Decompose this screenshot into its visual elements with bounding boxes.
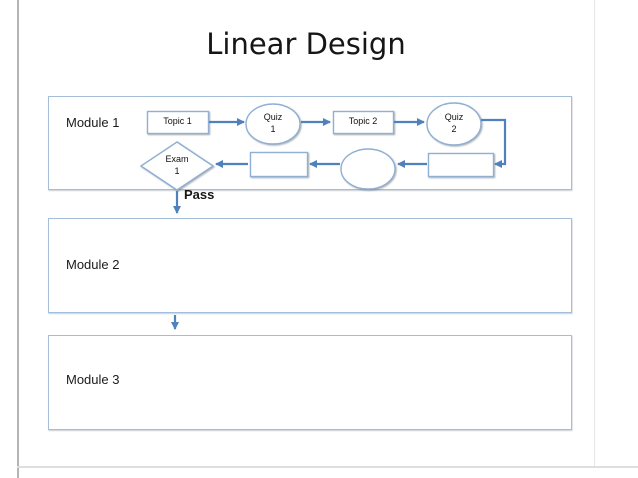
module-2-label: Module 2 <box>66 257 120 272</box>
elbow-arrow-quiz2-to-rect <box>481 118 507 168</box>
topic-2-shape <box>332 110 395 135</box>
module-1-label: Module 1 <box>66 115 120 130</box>
empty-rect-left-shape <box>249 151 309 178</box>
module-2-box <box>48 218 572 313</box>
empty-rect-right-shape <box>427 152 495 178</box>
empty-circle-shape <box>340 148 396 190</box>
quiz-1-shape <box>245 103 301 145</box>
module-3-box <box>48 335 572 430</box>
module-3-label: Module 3 <box>66 372 120 387</box>
pass-label: Pass <box>184 187 215 202</box>
quiz-2-shape <box>426 102 482 146</box>
bottom-page-edge <box>17 466 638 468</box>
exam-1-diamond-shape <box>139 141 215 191</box>
right-page-edge <box>594 0 595 467</box>
topic-1-shape <box>146 110 210 135</box>
left-frame-line <box>17 0 19 478</box>
page-title: Linear Design <box>206 27 406 61</box>
